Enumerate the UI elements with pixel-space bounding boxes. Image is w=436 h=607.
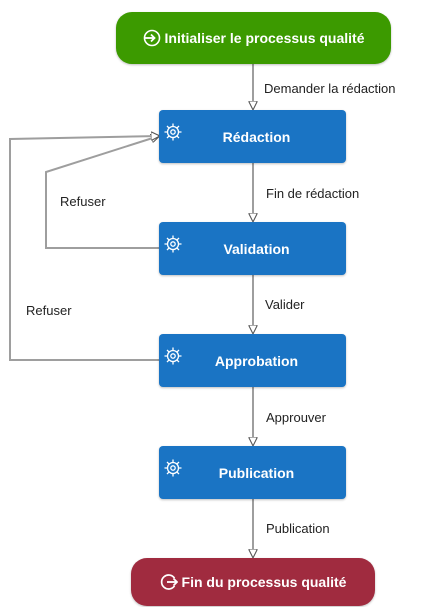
enter-icon [143, 29, 160, 47]
task-approbation[interactable]: Approbation [159, 334, 346, 387]
end-node[interactable]: Fin du processus qualité [131, 558, 375, 606]
gear-icon [164, 459, 182, 477]
gear-icon [164, 347, 182, 365]
loop-approbation-to-redaction [9, 136, 159, 361]
end-node-label: Fin du processus qualité [181, 574, 347, 590]
task-label: Publication [218, 464, 295, 481]
gear-icon [164, 123, 182, 141]
transition-label-demander: Demander la rédaction [264, 81, 396, 96]
transition-label-publication: Publication [266, 521, 330, 536]
exit-icon [160, 574, 178, 590]
transition-label-approuver: Approuver [266, 410, 326, 425]
task-redaction[interactable]: Rédaction [159, 110, 346, 163]
transition-label-valider: Valider [265, 297, 305, 312]
loop-label-refuser-validation: Refuser [60, 194, 106, 209]
transition-label-fin-redaction: Fin de rédaction [266, 186, 360, 201]
task-label: Approbation [214, 352, 299, 369]
loop-validation-to-redaction [45, 136, 159, 249]
task-label: Rédaction [222, 128, 291, 145]
task-publication[interactable]: Publication [159, 446, 346, 499]
task-label: Validation [223, 240, 290, 257]
loop-label-refuser-approbation: Refuser [26, 303, 72, 318]
start-node-label: Initialiser le processus qualité [164, 30, 365, 46]
task-validation[interactable]: Validation [159, 222, 346, 275]
gear-icon [164, 235, 182, 253]
start-node[interactable]: Initialiser le processus qualité [116, 12, 391, 64]
